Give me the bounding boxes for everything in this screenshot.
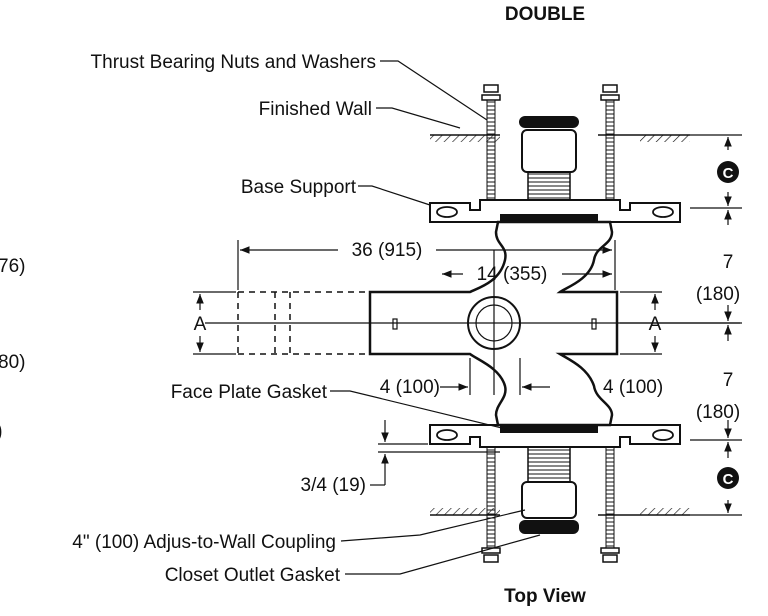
dim-36 xyxy=(237,240,616,290)
dim-4-left-label: 4 (100) xyxy=(380,377,440,398)
c-badge-top: C xyxy=(717,161,739,183)
dim-4-right-label: 4 (100) xyxy=(603,377,663,398)
view-caption: Top View xyxy=(504,586,586,607)
dim-7-top-mm: (180) xyxy=(696,284,740,305)
dim-a-right-label: A xyxy=(649,314,662,335)
dim-right-stack xyxy=(620,134,742,516)
diagram-title: DOUBLE xyxy=(505,4,585,25)
dim-7-top: 7 xyxy=(723,252,734,273)
leader-lines xyxy=(330,60,541,575)
dashed-extension xyxy=(237,291,370,355)
label-base-support: Base Support xyxy=(241,177,357,198)
label-thrust-bearing: Thrust Bearing Nuts and Washers xyxy=(91,52,376,73)
dim-a-left-label: A xyxy=(194,314,207,335)
top-coupling xyxy=(519,116,579,209)
dim-7-bottom-mm: (180) xyxy=(696,402,740,423)
dim-14-label: 14 (355) xyxy=(477,264,548,285)
c-badge-bottom: C xyxy=(717,467,739,489)
base-support-top xyxy=(429,199,681,223)
clipped-text-2: 80) xyxy=(0,352,25,373)
label-finished-wall: Finished Wall xyxy=(259,99,372,120)
dim-36-label: 36 (915) xyxy=(352,240,423,261)
label-closet-outlet-gasket: Closet Outlet Gasket xyxy=(165,565,341,586)
dim-34-label: 3/4 (19) xyxy=(301,475,366,496)
dim-4 xyxy=(440,358,550,395)
clipped-text-3: ) xyxy=(0,421,2,442)
svg-text:C: C xyxy=(723,165,734,182)
dim-a-left xyxy=(193,291,236,355)
dim-a-right xyxy=(620,291,662,355)
svg-text:C: C xyxy=(723,471,734,488)
clipped-text-1: 76) xyxy=(0,256,25,277)
bottom-coupling xyxy=(519,439,579,534)
base-support-bottom xyxy=(429,424,681,448)
thrust-rods-top xyxy=(481,84,620,209)
dim-7-bottom: 7 xyxy=(723,370,734,391)
label-adjus-coupling: 4" (100) Adjus-to-Wall Coupling xyxy=(72,532,336,553)
label-face-plate-gasket: Face Plate Gasket xyxy=(171,382,328,403)
dim-34 xyxy=(370,420,500,486)
